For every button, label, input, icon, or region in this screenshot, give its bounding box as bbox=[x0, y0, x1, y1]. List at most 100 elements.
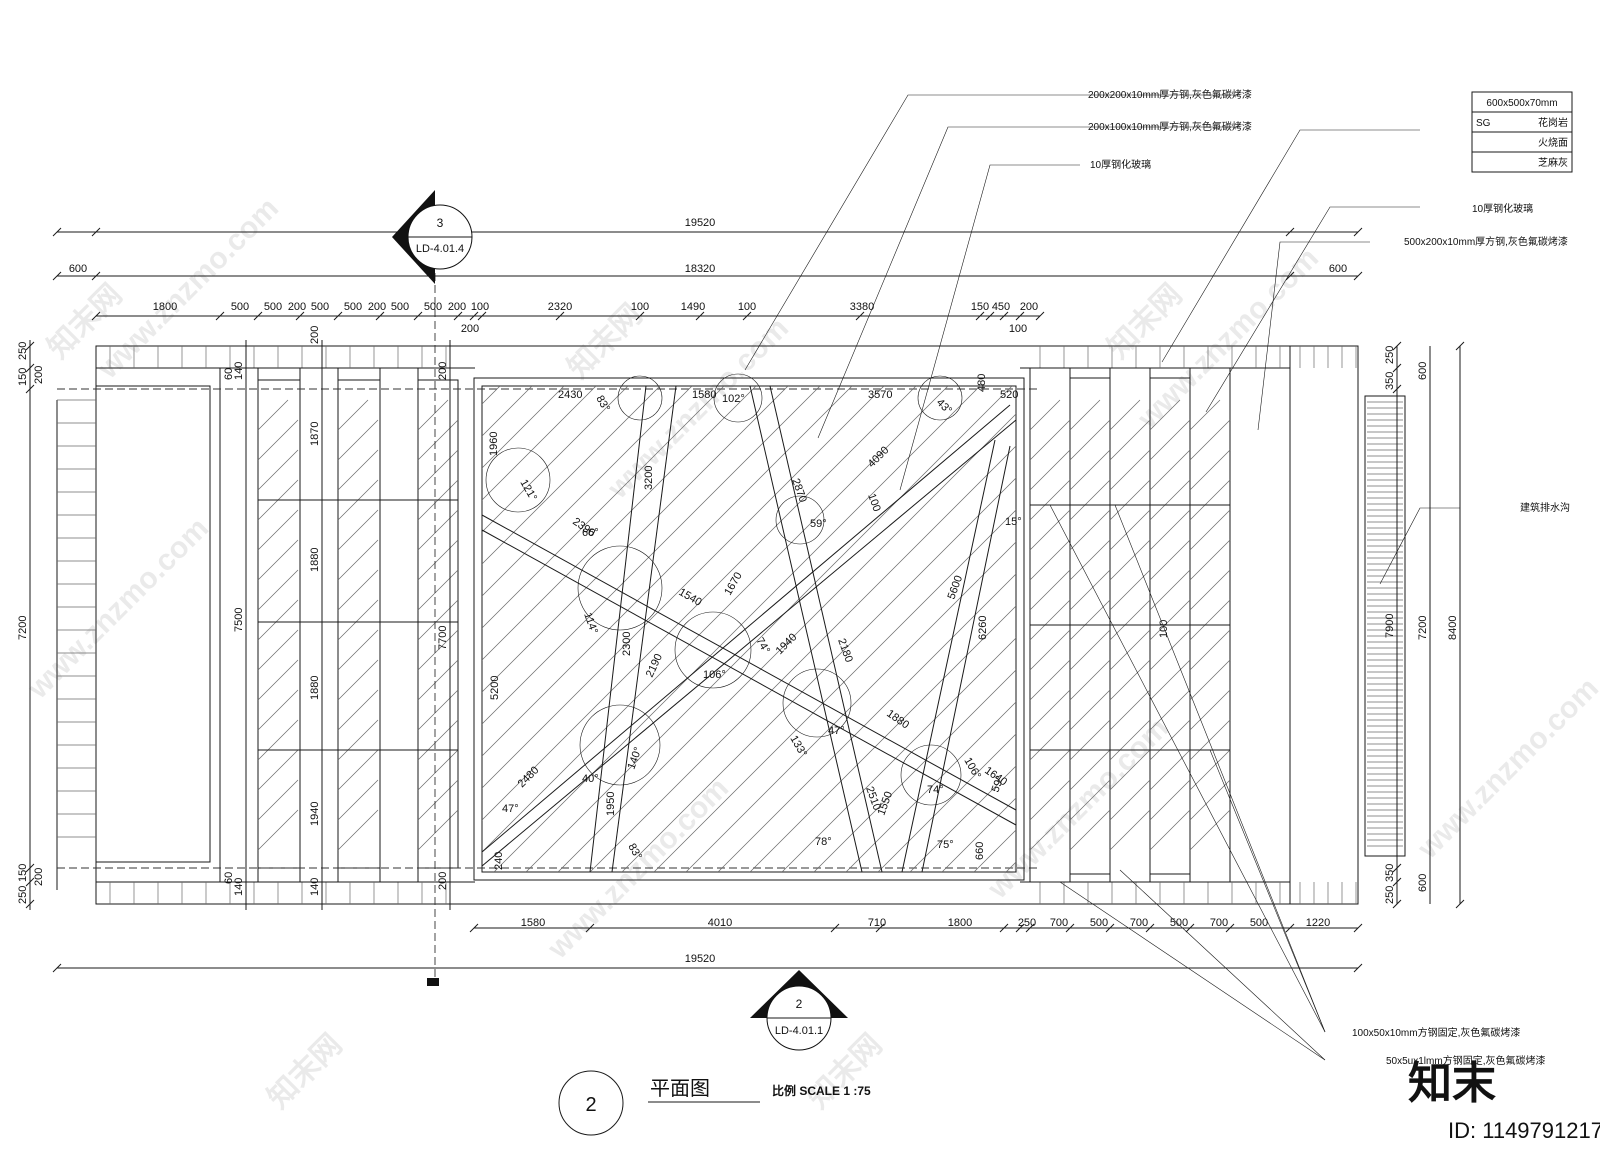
main-steel-frame bbox=[473, 377, 1025, 881]
frame-dim-text: 59° bbox=[990, 774, 1007, 794]
frame-dim-text: 59° bbox=[810, 518, 827, 530]
dim-text: 250 bbox=[1384, 886, 1396, 904]
plan-outline bbox=[56, 225, 1406, 985]
material-size: 600x500x70mm bbox=[1486, 98, 1557, 109]
dim-text: 7500 bbox=[233, 608, 245, 632]
frame-dim-text: 3200 bbox=[643, 466, 655, 490]
dim-text: 150 bbox=[17, 368, 29, 386]
dim-text: 1220 bbox=[1306, 917, 1330, 929]
frame-dim-text: 1580 bbox=[692, 389, 716, 401]
glass-panel bbox=[1149, 377, 1191, 875]
frame-dim-text: 2300 bbox=[621, 632, 633, 656]
dim-text: 19520 bbox=[685, 953, 716, 965]
frame-dim-text: 2480 bbox=[516, 764, 542, 790]
material-color: 芝麻灰 bbox=[1538, 156, 1568, 169]
dim-text: 19520 bbox=[685, 217, 716, 229]
dim-text: 1880 bbox=[309, 548, 321, 572]
callout-leaders bbox=[744, 94, 1460, 1061]
dim-text: 3380 bbox=[850, 301, 874, 313]
dim-text: 500 bbox=[311, 301, 329, 313]
glass-panel bbox=[417, 379, 459, 869]
section-marker-2[interactable]: 2 LD-4.01.1 bbox=[750, 970, 848, 1051]
callout-label: 10厚钢化玻璃 bbox=[1472, 202, 1533, 215]
drawing-number-circle bbox=[558, 1070, 624, 1136]
dim-text: 350 bbox=[1384, 864, 1396, 882]
callout-label: 200x200x10mm厚方钢,灰色氟碳烤漆 bbox=[1088, 88, 1252, 101]
section-ref: LD-4.01.4 bbox=[416, 243, 464, 255]
corner-logo: 知末 bbox=[1408, 1059, 1496, 1108]
steel-ties-left bbox=[258, 499, 458, 751]
frame-dim-text: 15° bbox=[1005, 516, 1022, 528]
drawing-scale: 比例 SCALE 1 :75 bbox=[772, 1083, 871, 1098]
dim-text: 700 bbox=[1210, 917, 1228, 929]
main-glass-pattern bbox=[482, 373, 1016, 872]
dim-text: 500 bbox=[264, 301, 282, 313]
callout-label: 100x50x10mm方钢固定,灰色氟碳烤漆 bbox=[1352, 1026, 1520, 1039]
drawing-title-block: 2 平面图 比例 SCALE 1 :75 bbox=[558, 1070, 871, 1136]
watermark-text: www.znzmo.com bbox=[1131, 242, 1325, 436]
frame-dim-text: 40° bbox=[582, 773, 599, 785]
frame-dim-text: 74° bbox=[753, 636, 772, 656]
dim-text: 150 bbox=[971, 301, 989, 313]
material-finish: 火烧面 bbox=[1538, 136, 1568, 149]
dim-text: 200 bbox=[368, 301, 386, 313]
drainage-ditch bbox=[1364, 395, 1406, 857]
watermark-text: www.znzmo.com bbox=[1411, 672, 1600, 866]
dim-text: 200 bbox=[448, 301, 466, 313]
dim-text: 100 bbox=[1158, 620, 1170, 638]
callouts: 200x200x10mm厚方钢,灰色氟碳烤漆 200x100x10mm厚方钢,灰… bbox=[1088, 88, 1570, 1067]
dim-text: 500 bbox=[1090, 917, 1108, 929]
glass-panel bbox=[257, 379, 301, 869]
dim-text: 350 bbox=[1384, 372, 1396, 390]
dim-text: 450 bbox=[992, 301, 1010, 313]
dim-text: 60 bbox=[223, 368, 235, 380]
dim-text: 600 bbox=[1417, 874, 1429, 892]
watermark-text: www.znzmo.com bbox=[541, 772, 735, 966]
dim-text: 1580 bbox=[521, 917, 545, 929]
dim-text: 7200 bbox=[17, 616, 29, 640]
frame-dim-text: 75° bbox=[937, 839, 954, 851]
frame-dim-text: 520 bbox=[1000, 389, 1018, 401]
paving-joints-left bbox=[57, 399, 96, 838]
frame-dim-text: 5200 bbox=[489, 676, 501, 700]
frame-dim-text: 121° bbox=[517, 478, 539, 504]
frame-dim-text: 2190 bbox=[644, 652, 665, 679]
left-dimensions: 250 150 200 7200 200 150 250 140 60 7500… bbox=[17, 326, 449, 904]
callout-label: 500x200x10mm厚方钢,灰色氟碳烤漆 bbox=[1404, 235, 1568, 248]
dim-text: 1800 bbox=[153, 301, 177, 313]
frame-dim-text: 1880 bbox=[884, 708, 911, 732]
dim-text: 600 bbox=[69, 263, 87, 275]
dim-text: 200 bbox=[437, 872, 449, 890]
dim-text: 1880 bbox=[309, 676, 321, 700]
frame-dim-text: 1950 bbox=[605, 792, 617, 816]
dim-text: 710 bbox=[868, 917, 886, 929]
dim-text: 250 bbox=[17, 342, 29, 360]
frame-dim-text: 106° bbox=[961, 756, 983, 782]
frame-dim-text: 78° bbox=[815, 836, 832, 848]
section-number: 2 bbox=[796, 997, 803, 1011]
watermark-text: www.znzmo.com bbox=[91, 192, 285, 386]
dim-text: 18320 bbox=[685, 263, 716, 275]
paving-joints-top bbox=[109, 346, 1357, 904]
section-ref: LD-4.01.1 bbox=[775, 1025, 823, 1037]
dim-text: 1800 bbox=[948, 917, 972, 929]
dim-text: 500 bbox=[231, 301, 249, 313]
dimension-ticks bbox=[25, 227, 1465, 973]
frame-dim-text: 2870 bbox=[789, 477, 809, 504]
frame-dim-text: 74° bbox=[927, 784, 944, 796]
frame-dim-text: 2180 bbox=[835, 637, 855, 664]
section-number: 3 bbox=[437, 216, 444, 230]
dim-text: 7200 bbox=[1417, 616, 1429, 640]
image-id: ID: 1149791217 bbox=[1448, 1118, 1600, 1143]
dim-text: 8400 bbox=[1447, 616, 1459, 640]
section-marker-3[interactable]: 3 LD-4.01.4 bbox=[392, 190, 473, 284]
dim-text: 100 bbox=[1009, 323, 1027, 335]
dim-text: 140 bbox=[233, 362, 245, 380]
frame-dim-text: 100 bbox=[865, 492, 883, 513]
dim-text: 600 bbox=[1329, 263, 1347, 275]
glass-panel bbox=[1069, 377, 1111, 875]
dim-text: 7900 bbox=[1384, 614, 1396, 638]
drawing-title: 平面图 bbox=[650, 1078, 710, 1100]
dim-text: 200 bbox=[309, 326, 321, 344]
